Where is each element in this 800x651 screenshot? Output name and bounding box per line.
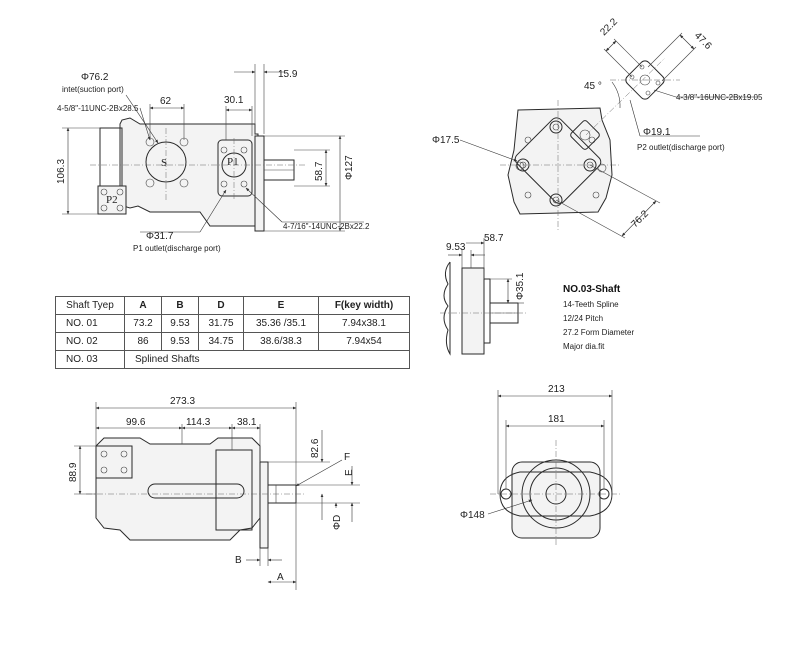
dim-213: 213: [548, 384, 565, 395]
suction-port-label: intet(suction port): [62, 85, 124, 94]
cell-e: 38.6/38.3: [243, 332, 319, 351]
bottom-view: 273.3 99.6 114.3 38.1 88.9 82.6 F E ΦD: [68, 396, 360, 590]
suction-thread-label: 4-5/8"-11UNC-2Bx28.5: [57, 104, 139, 113]
cell-a: 73.2: [124, 314, 162, 333]
dim-9-53: 9.53: [446, 242, 466, 253]
side-view: S P1 P2 Φ76.2 intet(suction port) 4-5/8"…: [56, 64, 370, 253]
header-shaft-type: Shaft Tyep: [55, 296, 125, 315]
label-b: B: [235, 555, 242, 566]
dim-15-9: 15.9: [278, 69, 298, 80]
dim-88-9: 88.9: [68, 462, 79, 482]
shaft-note-line-4: Major dia.fit: [563, 342, 605, 351]
dim-127: Φ127: [344, 155, 355, 180]
angle-45: 45 °: [584, 81, 602, 92]
suction-diameter-label: Φ76.2: [81, 72, 109, 83]
shaft-note-line-1: 14-Teeth Spline: [563, 300, 619, 309]
dim-181: 181: [548, 414, 565, 425]
rear-view: 213 181 Φ148: [460, 384, 622, 545]
dim-22-2: 22.2: [598, 16, 620, 38]
dim-35-1: Φ35.1: [515, 272, 526, 300]
label-e: E: [344, 469, 355, 476]
p2-port-mark: P2: [106, 194, 118, 206]
dim-47-6: 47.6: [692, 30, 714, 52]
p2-thread-label: 4-3/8"-16UNC-2Bx19.05: [676, 93, 763, 102]
header-e: E: [243, 296, 319, 315]
shaft-spec-table: Shaft Tyep A B D E F(key width) NO. 01 7…: [55, 296, 410, 369]
header-f: F(key width): [318, 296, 410, 315]
dim-76-2: 76.2: [629, 208, 651, 230]
label-a: A: [277, 572, 284, 583]
dim-82-6: 82.6: [310, 438, 321, 458]
dim-38-1: 38.1: [237, 417, 257, 428]
cell-splined-shafts: Splined Shafts: [124, 350, 410, 369]
cell-f: 7.94x38.1: [318, 314, 410, 333]
cell-e: 35.36 /35.1: [243, 314, 319, 333]
table-header-row: Shaft Tyep A B D E F(key width): [55, 296, 410, 315]
label-f: F: [344, 452, 350, 463]
cell-d: 34.75: [198, 332, 244, 351]
label-d: ΦD: [332, 515, 343, 530]
dim-273-3: 273.3: [170, 396, 195, 407]
shaft-note-line-2: 12/24 Pitch: [563, 314, 603, 323]
front-view: 22.2 47.6 45 ° 4-3/8"-16UNC-2Bx19.05 Φ19…: [432, 16, 763, 239]
cell-shaft-type: NO. 02: [55, 332, 125, 351]
dim-114-3: 114.3: [186, 417, 211, 428]
cell-a: 86: [124, 332, 162, 351]
p1-port-mark: P1: [227, 156, 239, 168]
suction-port-mark: S: [161, 157, 167, 169]
dim-99-6: 99.6: [126, 417, 146, 428]
p1-diameter-label: Φ31.7: [146, 231, 174, 242]
cell-d: 31.75: [198, 314, 244, 333]
p2-diameter-label: Φ19.1: [643, 127, 671, 138]
table-row: NO. 02 86 9.53 34.75 38.6/38.3 7.94x54: [55, 332, 410, 351]
cell-b: 9.53: [161, 314, 199, 333]
dim-shaft-58-7: 58.7: [484, 233, 504, 244]
p2-port-label: P2 outlet(discharge port): [637, 143, 725, 152]
header-a: A: [124, 296, 162, 315]
header-b: B: [161, 296, 199, 315]
dim-17-5: Φ17.5: [432, 135, 460, 146]
shaft-detail: 9.53 58.7 Φ35.1 NO.03-Shaft 14-Teeth Spl…: [440, 233, 634, 356]
cell-f: 7.94x54: [318, 332, 410, 351]
shaft-note-title: NO.03-Shaft: [563, 284, 621, 295]
cell-shaft-type: NO. 01: [55, 314, 125, 333]
dim-58-7: 58.7: [314, 161, 325, 181]
dim-62: 62: [160, 96, 172, 107]
shaft-note-line-3: 27.2 Form Diameter: [563, 328, 634, 337]
table-row: NO. 01 73.2 9.53 31.75 35.36 /35.1 7.94x…: [55, 314, 410, 333]
p1-thread-label: 4-7/16"-14UNC-2Bx22.2: [283, 222, 370, 231]
cell-b: 9.53: [161, 332, 199, 351]
header-d: D: [198, 296, 244, 315]
dim-106-3: 106.3: [56, 159, 67, 184]
table-row: NO. 03 Splined Shafts: [55, 350, 410, 369]
p1-port-label: P1 outlet(discharge port): [133, 244, 221, 253]
dim-148: Φ148: [460, 510, 485, 521]
dim-30-1: 30.1: [224, 95, 244, 106]
cell-shaft-type: NO. 03: [55, 350, 125, 369]
